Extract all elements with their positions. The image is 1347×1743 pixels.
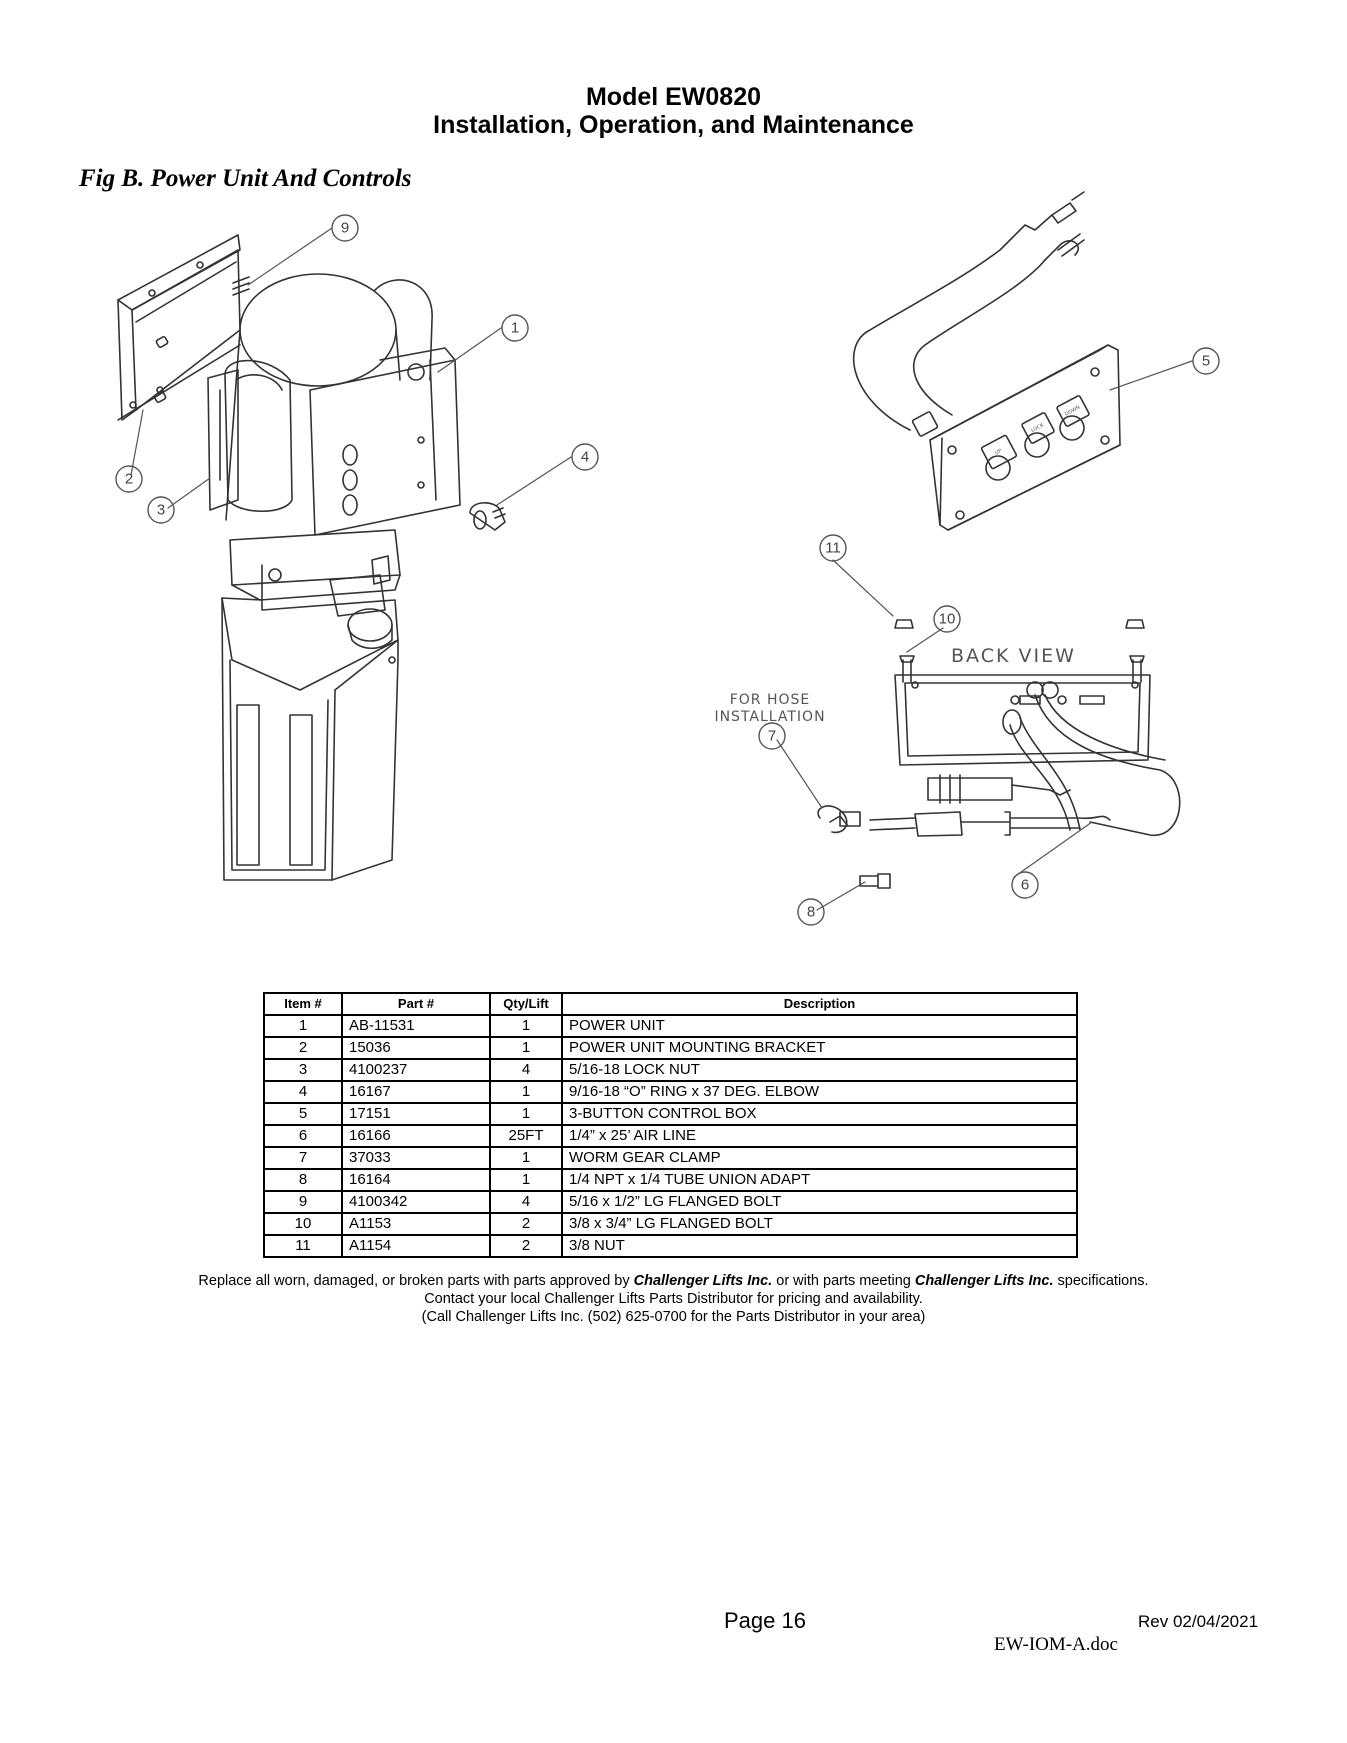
document-subtitle: Installation, Operation, and Maintenance bbox=[433, 111, 914, 139]
cell-item: 3 bbox=[263, 1058, 343, 1082]
company-name: Challenger Lifts Inc. bbox=[914, 1273, 1054, 1289]
callout-6: 6 bbox=[1021, 877, 1029, 894]
document-filename: EW-IOM-A.doc bbox=[994, 1634, 1118, 1655]
callout-7: 7 bbox=[768, 728, 776, 745]
up-button-label: UP bbox=[994, 448, 1003, 456]
cell-description: 3/8 x 3/4” LG FLANGED BOLT bbox=[561, 1212, 1078, 1236]
cell-part: A1154 bbox=[341, 1234, 491, 1258]
notes-text: or with parts meeting bbox=[772, 1273, 915, 1289]
cell-qty: 1 bbox=[489, 1080, 563, 1104]
cell-item: 4 bbox=[263, 1080, 343, 1104]
cell-part: 16166 bbox=[341, 1124, 491, 1148]
callout-4: 4 bbox=[581, 449, 589, 466]
cell-qty: 1 bbox=[489, 1168, 563, 1192]
cell-item: 1 bbox=[263, 1014, 343, 1038]
cell-item: 6 bbox=[263, 1124, 343, 1148]
cell-qty: 2 bbox=[489, 1234, 563, 1258]
callout-1: 1 bbox=[511, 320, 519, 337]
cell-item: 9 bbox=[263, 1190, 343, 1214]
back-view-label: BACK VIEW bbox=[951, 645, 1076, 667]
cell-description: POWER UNIT bbox=[561, 1014, 1078, 1038]
cell-item: 7 bbox=[263, 1146, 343, 1170]
cell-item: 11 bbox=[263, 1234, 343, 1258]
cell-description: POWER UNIT MOUNTING BRACKET bbox=[561, 1036, 1078, 1060]
notes-text: specifications. bbox=[1053, 1273, 1149, 1289]
cell-part: 15036 bbox=[341, 1036, 491, 1060]
callout-9: 9 bbox=[341, 220, 349, 237]
control-box-illustration bbox=[852, 191, 1121, 531]
cell-part: A1153 bbox=[341, 1212, 491, 1236]
power-unit-drawing: 9 1 2 3 4 5 6 7 8 10 11 BACK VIEW FOR HO… bbox=[115, 191, 1220, 926]
cell-part: 16164 bbox=[341, 1168, 491, 1192]
cell-description: 5/16 x 1/2” LG FLANGED BOLT bbox=[561, 1190, 1078, 1214]
replacement-notes: Replace all worn, damaged, or broken par… bbox=[0, 1272, 1347, 1326]
cell-qty: 1 bbox=[489, 1146, 563, 1170]
cell-part: AB-11531 bbox=[341, 1014, 491, 1038]
cell-description: 1/4 NPT x 1/4 TUBE UNION ADAPT bbox=[561, 1168, 1078, 1192]
cell-item: 5 bbox=[263, 1102, 343, 1126]
hose-note-line1: FOR HOSE bbox=[730, 692, 811, 708]
lock-button-label: LOCK bbox=[1030, 422, 1045, 434]
cell-item: 10 bbox=[263, 1212, 343, 1236]
callout-10: 10 bbox=[939, 611, 956, 628]
header-item: Item # bbox=[263, 992, 343, 1016]
header-description: Description bbox=[561, 992, 1078, 1016]
callout-5: 5 bbox=[1202, 353, 1210, 370]
cell-description: WORM GEAR CLAMP bbox=[561, 1146, 1078, 1170]
notes-line-2: Contact your local Challenger Lifts Part… bbox=[424, 1291, 923, 1307]
notes-text: Replace all worn, damaged, or broken par… bbox=[198, 1273, 634, 1289]
cell-qty: 4 bbox=[489, 1190, 563, 1214]
cell-description: 5/16-18 LOCK NUT bbox=[561, 1058, 1078, 1082]
cell-description: 1/4” x 25’ AIR LINE bbox=[561, 1124, 1078, 1148]
document-title: Model EW0820 bbox=[585, 83, 762, 111]
hose-note-line2: INSTALLATION bbox=[714, 709, 825, 725]
cell-description: 9/16-18 “O” RING x 37 DEG. ELBOW bbox=[561, 1080, 1078, 1104]
cell-qty: 1 bbox=[489, 1102, 563, 1126]
header-part: Part # bbox=[341, 992, 491, 1016]
cell-qty: 1 bbox=[489, 1036, 563, 1060]
header-qty: Qty/Lift bbox=[489, 992, 563, 1016]
notes-line-3: (Call Challenger Lifts Inc. (502) 625-07… bbox=[421, 1309, 926, 1325]
cell-description: 3/8 NUT bbox=[561, 1234, 1078, 1258]
callout-bubbles bbox=[115, 214, 1220, 926]
power-unit-illustration bbox=[117, 234, 506, 881]
cell-qty: 2 bbox=[489, 1212, 563, 1236]
cell-part: 17151 bbox=[341, 1102, 491, 1126]
back-view-illustration bbox=[817, 619, 1181, 889]
callout-8: 8 bbox=[807, 904, 815, 921]
cell-part: 16167 bbox=[341, 1080, 491, 1104]
company-name: Challenger Lifts Inc. bbox=[633, 1273, 773, 1289]
cell-qty: 4 bbox=[489, 1058, 563, 1082]
cell-item: 2 bbox=[263, 1036, 343, 1060]
cell-qty: 1 bbox=[489, 1014, 563, 1038]
cell-description: 3-BUTTON CONTROL BOX bbox=[561, 1102, 1078, 1126]
cell-qty: 25FT bbox=[489, 1124, 563, 1148]
callout-3: 3 bbox=[157, 502, 165, 519]
callout-2: 2 bbox=[125, 471, 133, 488]
leader-lines bbox=[130, 227, 1193, 911]
cell-part: 4100342 bbox=[341, 1190, 491, 1214]
callout-11: 11 bbox=[825, 540, 841, 557]
parts-table-header: Item # Part # Qty/Lift Description bbox=[263, 992, 1078, 1016]
notes-line-1: Replace all worn, damaged, or broken par… bbox=[0, 1272, 1347, 1290]
cell-part: 4100237 bbox=[341, 1058, 491, 1082]
cell-item: 8 bbox=[263, 1168, 343, 1192]
page-number: Page 16 bbox=[724, 1608, 806, 1633]
cell-part: 37033 bbox=[341, 1146, 491, 1170]
revision-date: Rev 02/04/2021 bbox=[1138, 1612, 1259, 1631]
figure-title: Fig B. Power Unit And Controls bbox=[79, 165, 412, 192]
